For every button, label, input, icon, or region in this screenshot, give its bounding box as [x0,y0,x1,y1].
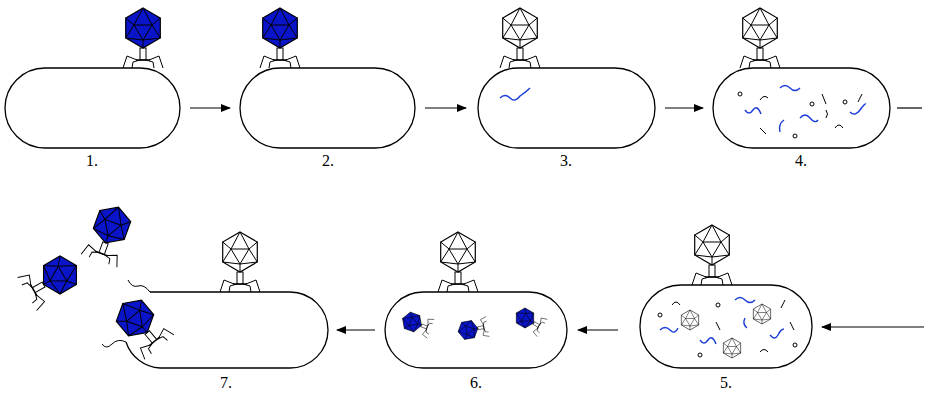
stage-number: 6. [470,374,482,392]
stage-number: 2. [322,152,334,170]
stage-number: 1. [86,152,98,170]
stage-number: 7. [220,374,232,392]
stage-number: 3. [560,152,572,170]
stage-number: 5. [720,374,732,392]
stage-number: 4. [795,152,807,170]
